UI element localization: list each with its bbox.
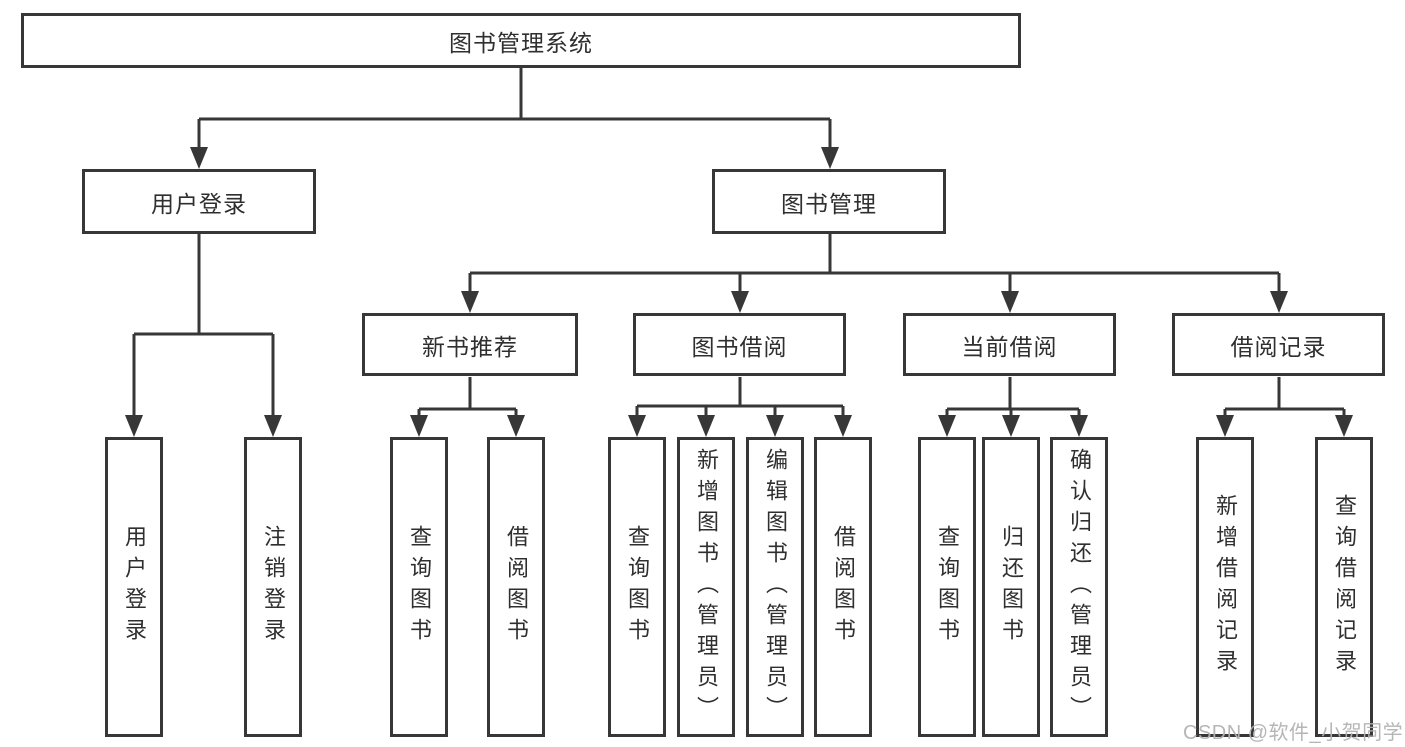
leaf-label: 借阅图书 xyxy=(504,525,529,649)
csdn-watermark: CSDN @软件_小贺同学 xyxy=(1183,722,1404,744)
leaf-label: 编辑图书（管理员） xyxy=(763,447,788,727)
node-book-borrowing: 图书借阅 xyxy=(633,313,846,376)
leaf-query-books-current: 查询图书 xyxy=(918,437,976,737)
node-label: 用户登录 xyxy=(151,190,247,217)
leaf-confirm-return-admin: 确认归还（管理员） xyxy=(1050,437,1108,737)
node-borrow-records: 借阅记录 xyxy=(1172,313,1385,376)
node-label: 图书借阅 xyxy=(691,333,788,360)
node-user-login: 用户登录 xyxy=(82,169,316,234)
leaf-label: 查询借阅记录 xyxy=(1332,494,1357,680)
leaf-query-books-newbooks: 查询图书 xyxy=(390,437,448,737)
leaf-add-books-admin: 新增图书（管理员） xyxy=(677,437,735,737)
node-label: 图书管理系统 xyxy=(449,29,593,56)
leaf-label: 新增借阅记录 xyxy=(1213,494,1238,680)
leaf-logout: 注销登录 xyxy=(244,437,302,737)
leaf-label: 新增图书（管理员） xyxy=(694,447,719,727)
leaf-query-books-borrowing: 查询图书 xyxy=(608,437,666,737)
leaf-label: 归还图书 xyxy=(999,525,1024,649)
node-book-management: 图书管理 xyxy=(712,169,946,234)
leaf-label: 用户登录 xyxy=(122,525,147,649)
leaf-borrow-books-newbooks: 借阅图书 xyxy=(487,437,545,737)
leaf-edit-books-admin: 编辑图书（管理员） xyxy=(746,437,804,737)
leaf-label: 注销登录 xyxy=(261,525,286,649)
leaf-return-books: 归还图书 xyxy=(982,437,1040,737)
leaf-label: 借阅图书 xyxy=(831,525,856,649)
leaf-label: 查询图书 xyxy=(407,525,432,649)
node-label: 图书管理 xyxy=(781,190,877,217)
node-new-book-recommend: 新书推荐 xyxy=(362,313,578,376)
leaf-label: 查询图书 xyxy=(625,525,650,649)
leaf-label: 查询图书 xyxy=(935,525,960,649)
leaf-borrow-books-borrowing: 借阅图书 xyxy=(814,437,872,737)
node-label: 新书推荐 xyxy=(422,333,518,360)
node-current-borrowing: 当前借阅 xyxy=(903,313,1116,376)
node-label: 当前借阅 xyxy=(961,333,1058,360)
leaf-add-borrow-record: 新增借阅记录 xyxy=(1196,437,1254,737)
leaf-label: 确认归还（管理员） xyxy=(1067,447,1092,727)
node-root-system: 图书管理系统 xyxy=(21,13,1021,68)
node-label: 借阅记录 xyxy=(1230,333,1327,360)
leaf-user-login: 用户登录 xyxy=(105,437,163,737)
arrowheads xyxy=(125,147,1353,437)
leaf-query-borrow-record: 查询借阅记录 xyxy=(1315,437,1373,737)
